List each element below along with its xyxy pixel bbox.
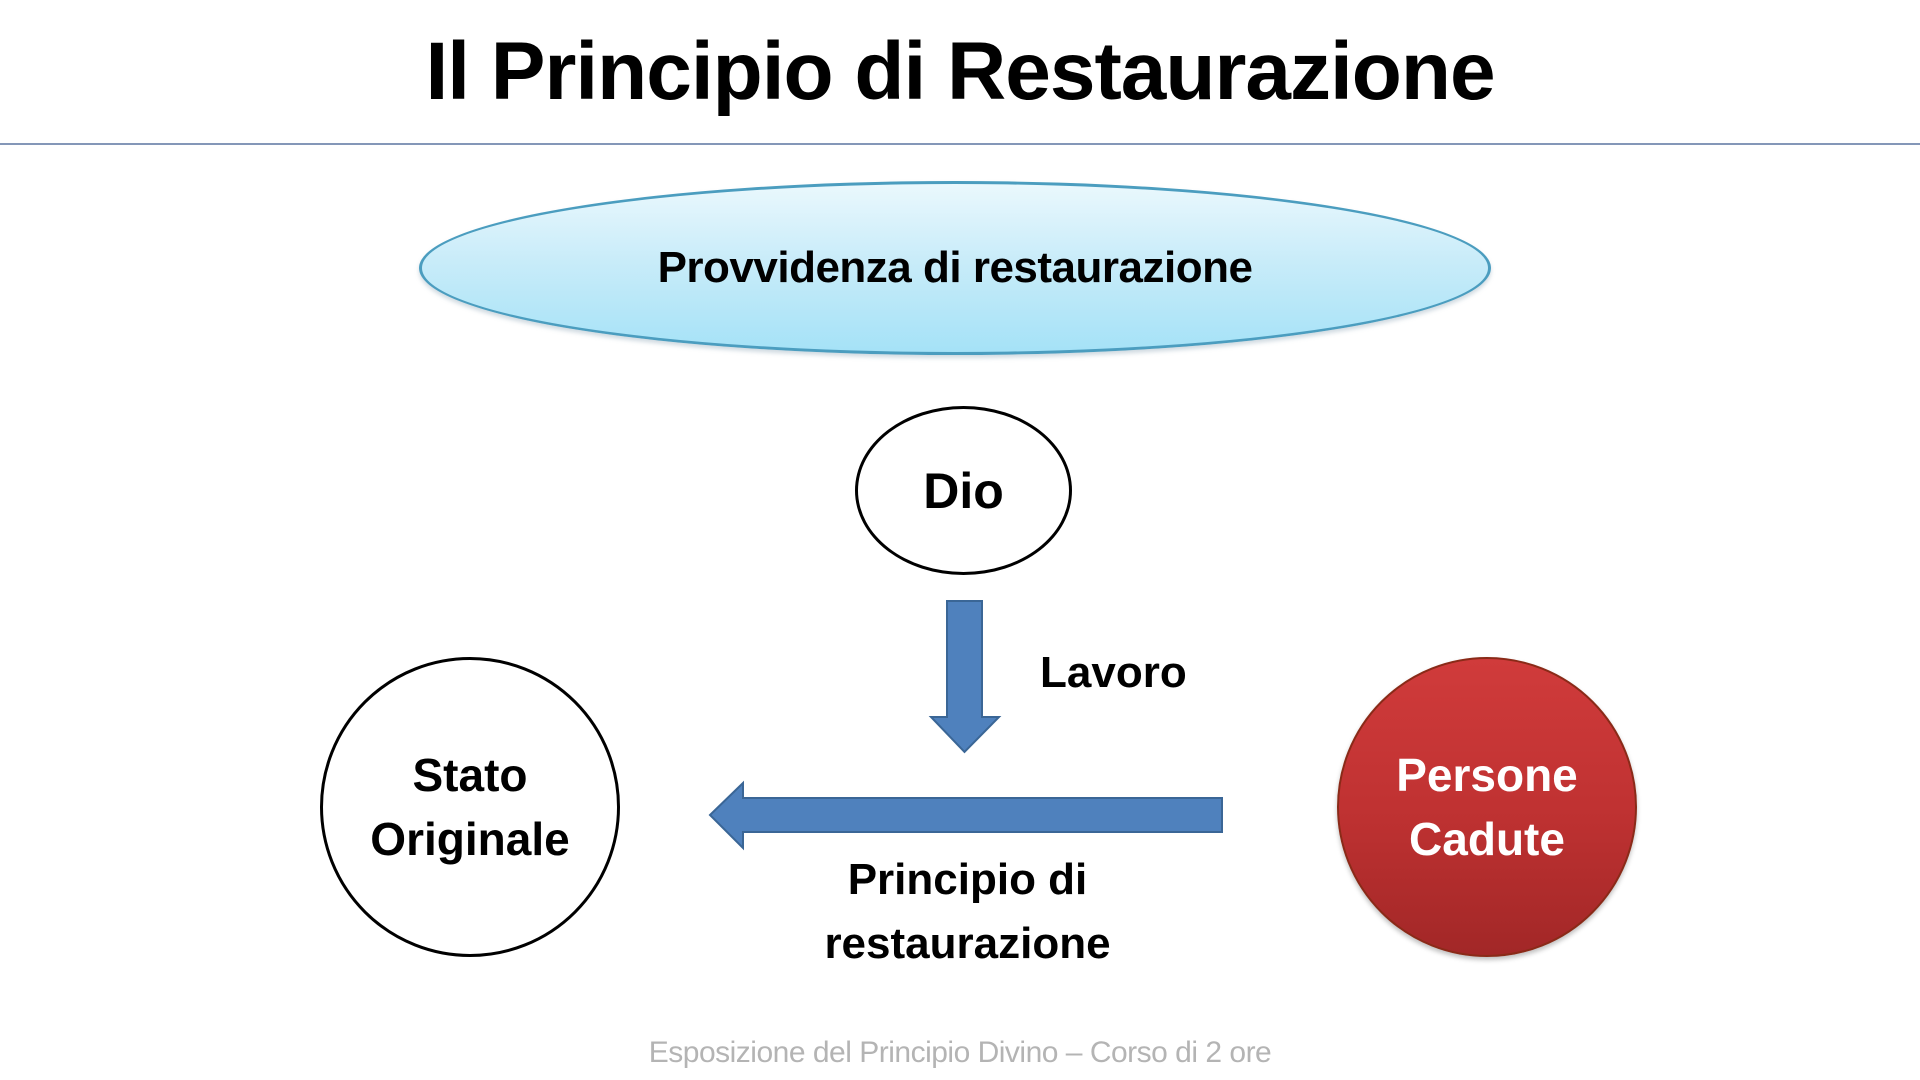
- work-label: Lavoro: [1040, 648, 1187, 697]
- slide-title: Il Principio di Restaurazione: [425, 26, 1495, 117]
- fallen-people-line2: Cadute: [1409, 813, 1565, 865]
- restoration-label-line1: Principio di: [847, 855, 1088, 904]
- original-state-line2: Originale: [370, 813, 570, 865]
- god-label: Dio: [923, 462, 1004, 519]
- providence-ellipse: Provvidenza di restaurazione: [419, 181, 1491, 355]
- fallen-people-node: Persone Cadute: [1337, 657, 1637, 957]
- original-state-line1: Stato: [412, 749, 528, 801]
- restoration-principle-label: Principio di restaurazione: [780, 848, 1155, 976]
- providence-label: Provvidenza di restaurazione: [657, 243, 1253, 292]
- fallen-people-line1: Persone: [1396, 749, 1578, 801]
- restoration-label-line2: restaurazione: [824, 919, 1111, 968]
- down-arrow-icon: [928, 600, 1002, 754]
- slide-footer: Esposizione del Principio Divino – Corso…: [648, 1036, 1272, 1069]
- god-node: Dio: [855, 406, 1072, 575]
- original-state-node: Stato Originale: [320, 657, 620, 957]
- title-divider: [0, 143, 1920, 145]
- left-arrow-icon: [708, 780, 1223, 851]
